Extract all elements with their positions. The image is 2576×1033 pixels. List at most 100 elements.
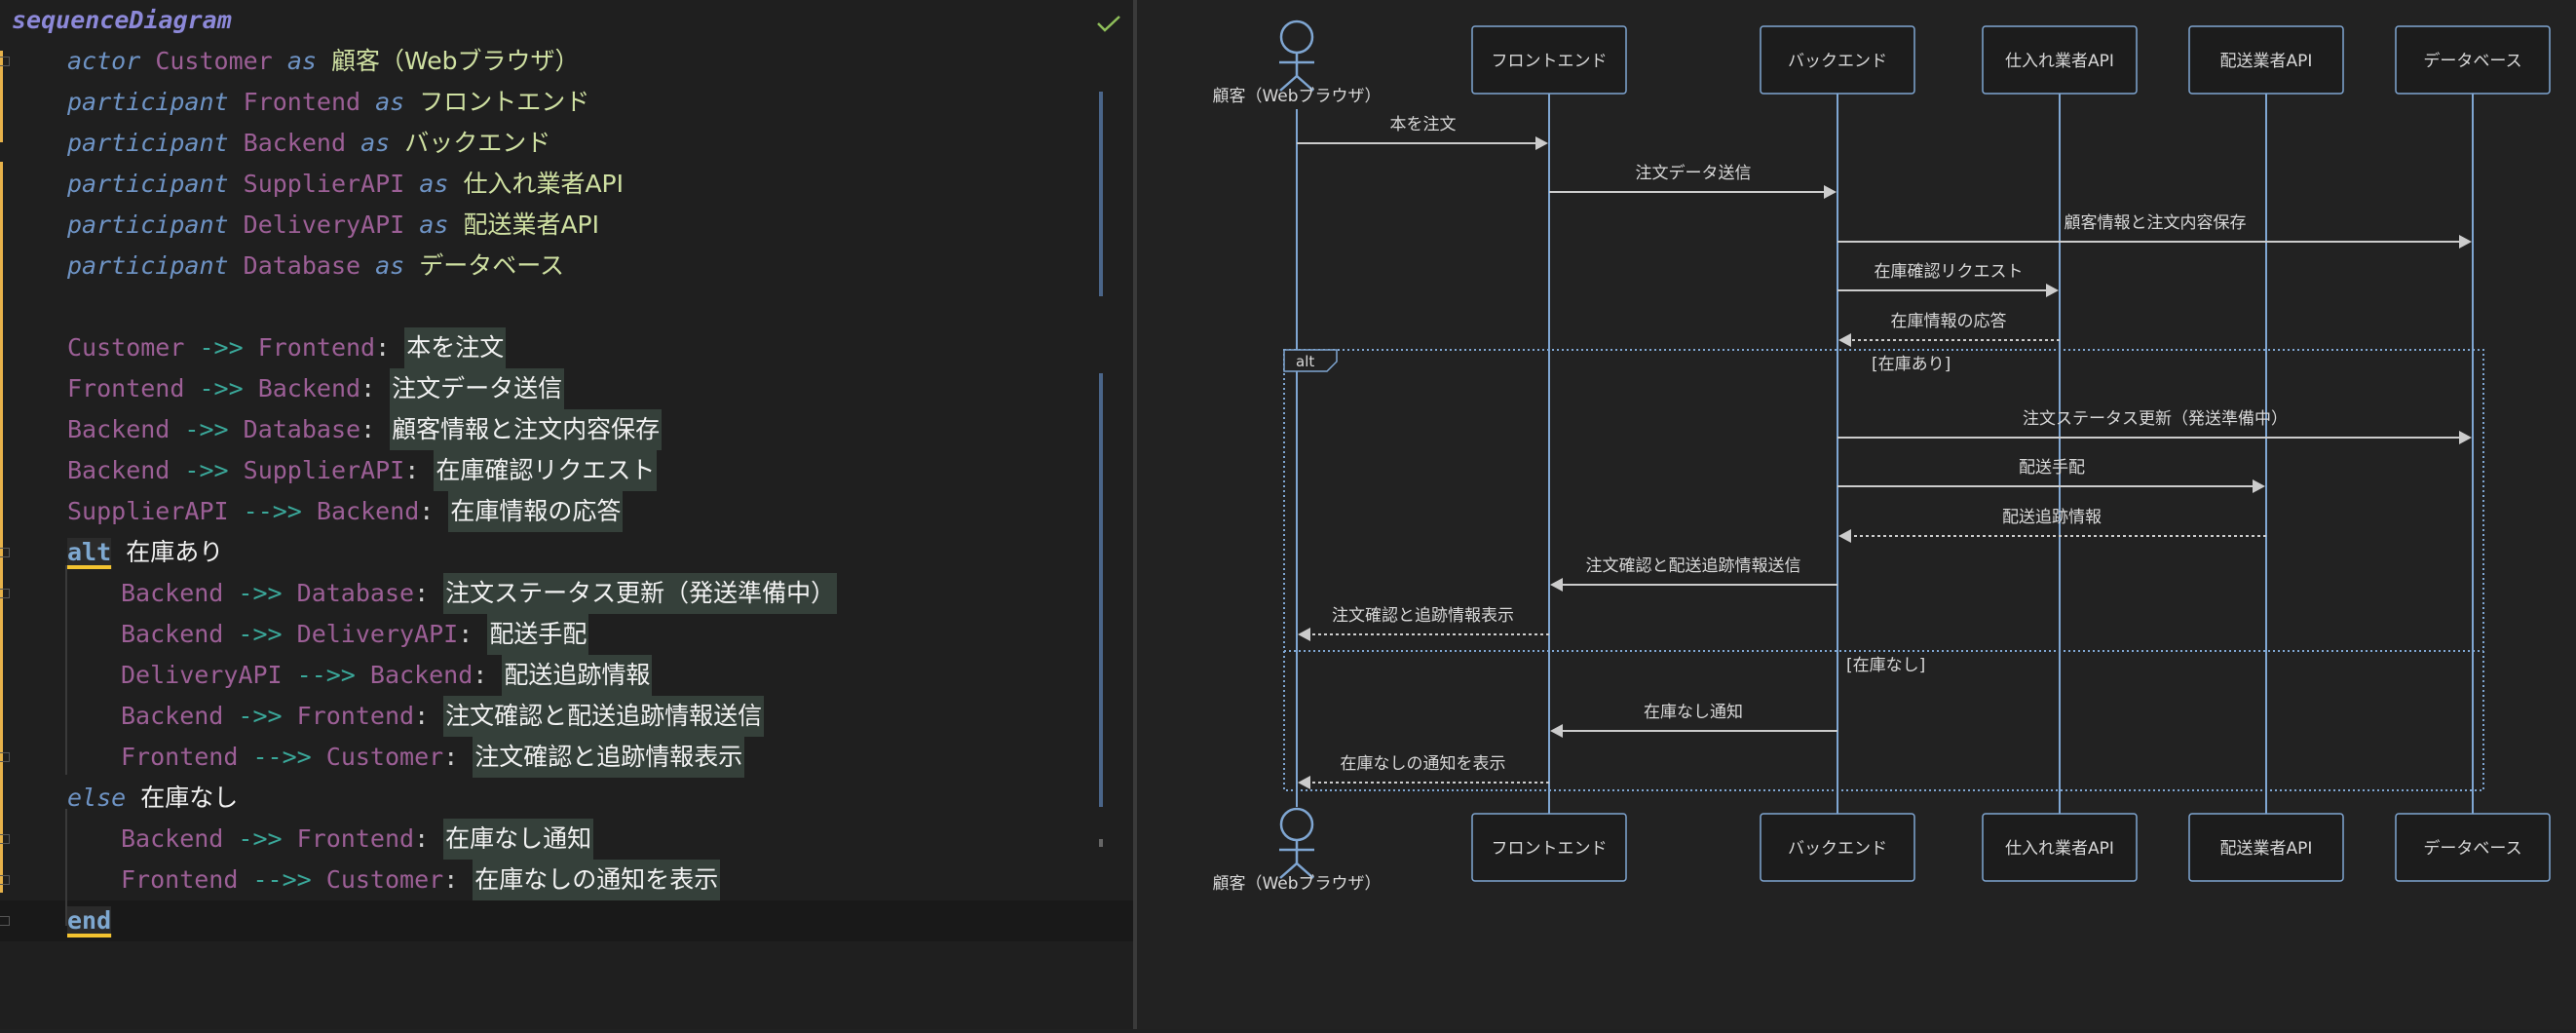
code-line[interactable]: Customer ->> Frontend: 本を注文 xyxy=(0,327,507,368)
participant-box[interactable] xyxy=(1760,813,1915,882)
participant-label: フロントエンド xyxy=(1492,52,1608,71)
participant-id: DeliveryAPI xyxy=(243,210,405,239)
code-line[interactable]: Frontend -->> Customer: 在庫なしの通知を表示 xyxy=(0,860,721,900)
message-label: 在庫なしの通知を表示 xyxy=(1341,754,1506,774)
fold-toggle-icon[interactable] xyxy=(0,875,10,885)
message-text: 在庫情報の応答 xyxy=(448,491,624,532)
message-arrow: -->> xyxy=(252,865,312,894)
keyword: as xyxy=(286,47,317,75)
message-from: Customer xyxy=(67,333,185,362)
code-line[interactable]: participant Database as データベース xyxy=(0,246,564,287)
indent-guide xyxy=(65,565,67,775)
participant-box[interactable] xyxy=(1982,813,2138,882)
message-label: 配送追跡情報 xyxy=(2002,508,2102,527)
message-label: 配送手配 xyxy=(2019,458,2085,478)
message-to: Frontend xyxy=(296,824,415,853)
participant-label: 配送業者API xyxy=(2220,839,2313,859)
code-line[interactable]: Backend ->> DeliveryAPI: 配送手配 xyxy=(0,614,589,655)
code-line[interactable]: DeliveryAPI -->> Backend: 配送追跡情報 xyxy=(0,655,653,696)
arrowhead xyxy=(1535,136,1548,150)
fold-toggle-icon[interactable] xyxy=(0,57,10,66)
arrowhead xyxy=(2459,235,2472,249)
alt-label: alt xyxy=(1296,353,1314,370)
colon: : xyxy=(360,415,391,443)
code-line[interactable]: participant SupplierAPI as 仕入れ業者API xyxy=(0,164,624,205)
message-to: Customer xyxy=(325,865,444,894)
fold-toggle-icon[interactable] xyxy=(0,752,10,762)
code-line[interactable]: SupplierAPI -->> Backend: 在庫情報の応答 xyxy=(0,491,624,532)
code-line[interactable]: participant Backend as バックエンド xyxy=(0,123,550,164)
participant-label: バックエンド xyxy=(1788,839,1887,859)
message-arrow: ->> xyxy=(199,374,244,402)
code-line[interactable]: actor Customer as 顧客（Webブラウザ） xyxy=(0,41,580,82)
message-arrow: ->> xyxy=(238,824,283,853)
arrowhead xyxy=(1838,333,1851,347)
participant-label: バックエンド xyxy=(404,129,551,157)
message-label: 在庫情報の応答 xyxy=(1891,312,2007,331)
fold-toggle-icon[interactable] xyxy=(0,548,10,557)
fold-toggle-icon[interactable] xyxy=(0,916,10,926)
participant-label: 配送業者API xyxy=(2220,52,2313,71)
code-line[interactable]: alt 在庫あり xyxy=(0,532,223,573)
code-line[interactable]: participant DeliveryAPI as 配送業者API xyxy=(0,205,599,246)
message-arrow: ->> xyxy=(238,579,283,607)
message-to: Database xyxy=(296,579,415,607)
participant-label: フロントエンド xyxy=(419,88,590,116)
keyword: participant xyxy=(67,251,229,280)
participant-box[interactable] xyxy=(1982,25,2138,95)
participant-box[interactable] xyxy=(2395,813,2551,882)
participant-label: データベース xyxy=(419,251,565,280)
fold-toggle-icon[interactable] xyxy=(0,589,10,598)
message-from: Backend xyxy=(67,456,170,484)
code-line[interactable]: Backend ->> SupplierAPI: 在庫確認リクエスト xyxy=(0,450,658,491)
message-arrow: ->> xyxy=(238,702,283,730)
participant-box[interactable] xyxy=(1471,25,1627,95)
code-editor[interactable]: sequenceDiagram actor Customer as 顧客（Webブ… xyxy=(0,0,1133,1029)
code-line[interactable]: end xyxy=(0,900,1133,941)
message-text: 配送追跡情報 xyxy=(502,655,653,696)
code-line[interactable]: Frontend ->> Backend: 注文データ送信 xyxy=(0,368,565,409)
code-line[interactable]: sequenceDiagram xyxy=(0,0,232,41)
participant-box[interactable] xyxy=(1760,25,1915,95)
scrollbar-thumb[interactable] xyxy=(1099,839,1103,847)
split-divider[interactable] xyxy=(1133,0,1137,1029)
participant-id: Frontend xyxy=(243,88,361,116)
colon: : xyxy=(404,456,435,484)
message-to: Backend xyxy=(257,374,361,402)
message-text: 注文データ送信 xyxy=(390,368,565,409)
code-line[interactable]: else 在庫なし xyxy=(0,778,238,819)
code-line[interactable]: Backend ->> Database: 注文ステータス更新（発送準備中） xyxy=(0,573,838,614)
code-line[interactable]: Backend ->> Database: 顧客情報と注文内容保存 xyxy=(0,409,663,450)
keyword: as xyxy=(419,170,449,198)
message-text: 本を注文 xyxy=(404,327,507,368)
arrowhead xyxy=(2046,284,2059,297)
participant-box[interactable] xyxy=(2188,25,2344,95)
sequence-diagram: 顧客（Webブラウザ）顧客（Webブラウザ）フロントエンドフロントエンドバックエ… xyxy=(1212,19,2551,894)
message-text: 注文確認と配送追跡情報送信 xyxy=(443,696,765,737)
checkmark-icon xyxy=(1097,16,1120,32)
diagram-type-keyword: sequenceDiagram xyxy=(12,6,232,34)
message-label: 注文ステータス更新（発送準備中） xyxy=(2023,409,2288,429)
code-line[interactable]: Backend ->> Frontend: 注文確認と配送追跡情報送信 xyxy=(0,696,765,737)
participant-box[interactable] xyxy=(1471,813,1627,882)
code-line[interactable]: Backend ->> Frontend: 在庫なし通知 xyxy=(0,819,594,860)
actor-icon xyxy=(1279,19,1314,55)
keyword: as xyxy=(419,210,449,239)
code-line[interactable]: Frontend -->> Customer: 注文確認と追跡情報表示 xyxy=(0,737,745,778)
else-condition: 在庫なし xyxy=(140,784,239,812)
message-to: Customer xyxy=(325,743,444,771)
message-label: 顧客情報と注文内容保存 xyxy=(2065,213,2247,233)
message-label: 注文データ送信 xyxy=(1636,163,1752,183)
message-label: 在庫なし通知 xyxy=(1644,703,1743,722)
code-line[interactable]: participant Frontend as フロントエンド xyxy=(0,82,589,123)
message-arrow: -->> xyxy=(296,661,356,689)
participant-box[interactable] xyxy=(2395,25,2551,95)
participant-id: Database xyxy=(243,251,361,280)
fold-toggle-icon[interactable] xyxy=(0,834,10,844)
participant-box[interactable] xyxy=(2188,813,2344,882)
keyword: as xyxy=(360,129,391,157)
participant-label: バックエンド xyxy=(1788,52,1887,71)
message-text: 注文確認と追跡情報表示 xyxy=(473,737,745,778)
message-arrow: -->> xyxy=(243,497,302,525)
message-from: Frontend xyxy=(67,374,185,402)
